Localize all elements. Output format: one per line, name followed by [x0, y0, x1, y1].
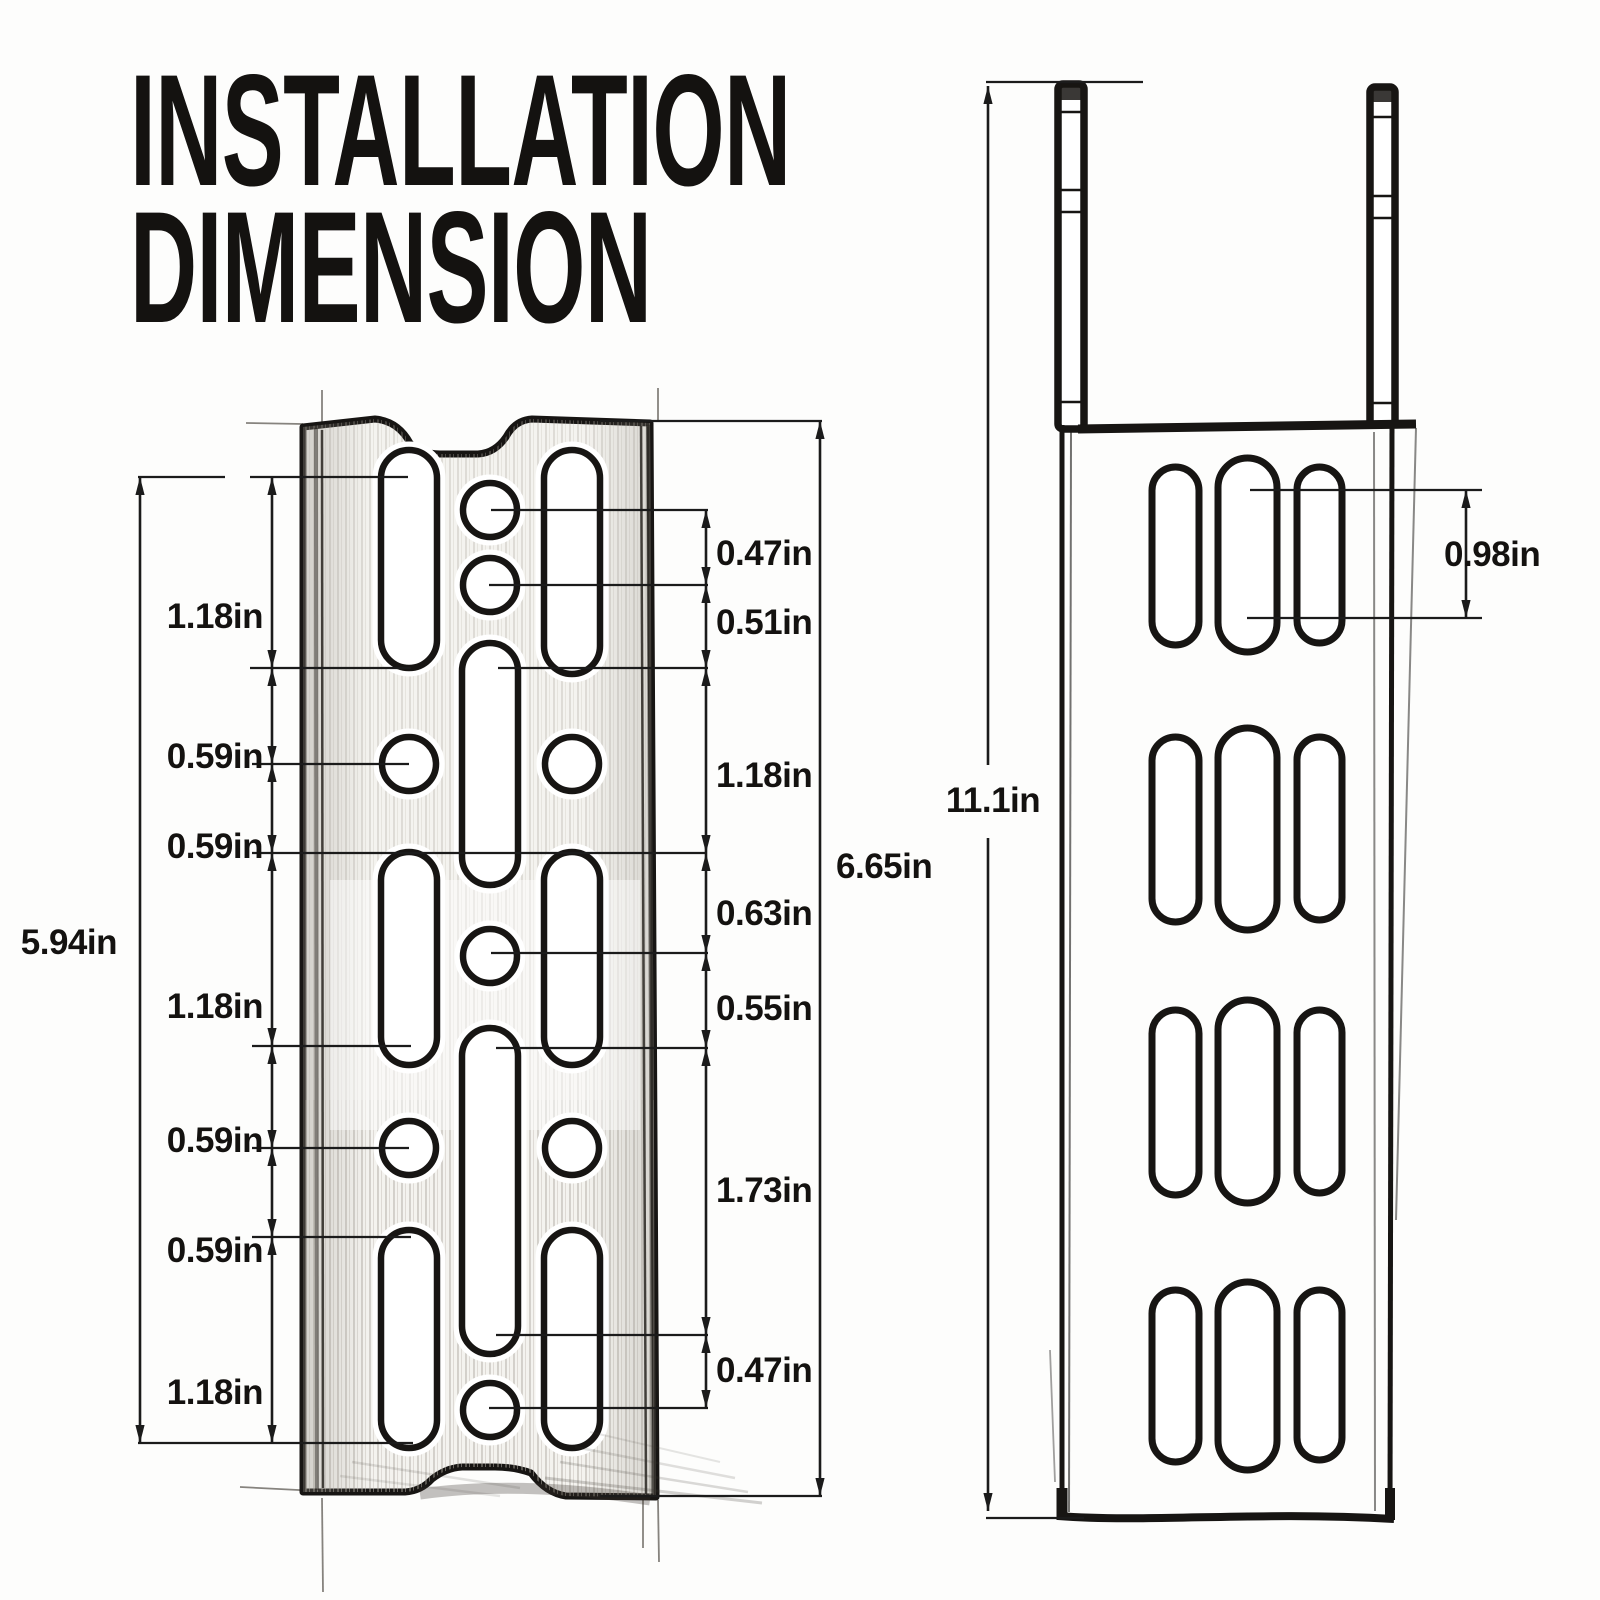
slot [1293, 1286, 1346, 1464]
side-dimension-lines [983, 86, 1471, 1511]
slot [1148, 1006, 1203, 1199]
slot [458, 1024, 522, 1358]
dim-label-left-6: 1.18in [167, 1373, 263, 1412]
slot [458, 639, 522, 889]
slot [1148, 1286, 1203, 1466]
slot [540, 848, 604, 1069]
hook-rails [1054, 80, 1399, 433]
dim-label-left-5: 0.59in [167, 1231, 263, 1270]
front-view [239, 388, 763, 1593]
title-line-1: INSTALLATION [130, 41, 791, 219]
dim-label-left-1: 0.59in [167, 737, 263, 776]
slot [1214, 996, 1281, 1207]
dim-label-slot-height: 0.98in [1444, 535, 1540, 574]
slot [1148, 733, 1203, 926]
slot [1293, 733, 1346, 924]
screw-hole [459, 925, 521, 987]
dim-label-right-0: 0.47in [716, 534, 812, 573]
screw-hole [459, 1379, 521, 1441]
dim-label-left-4: 0.59in [167, 1121, 263, 1160]
front-dimension-labels: 5.94in 1.18in 0.59in 0.59in 1.18in 0.59i… [21, 534, 933, 1412]
slot [540, 446, 604, 678]
dim-label-overall-right: 6.65in [836, 847, 932, 886]
dim-label-right-1: 0.51in [716, 603, 812, 642]
hook-rail-left [1054, 80, 1088, 433]
bottom-shading [339, 1431, 763, 1506]
side-leader-lines [986, 80, 1482, 1520]
hook-rail-right [1366, 83, 1399, 433]
side-dimension-labels: 11.1in 0.98in [946, 535, 1541, 820]
side-view-slots [1148, 454, 1346, 1474]
dim-label-right-2: 1.18in [716, 756, 812, 795]
screw-hole [541, 733, 603, 795]
slot [1293, 1006, 1346, 1197]
slot [540, 1226, 604, 1452]
slot [1214, 1278, 1281, 1474]
side-body [1049, 419, 1417, 1523]
screw-hole [541, 1117, 603, 1179]
front-leader-lines [138, 419, 822, 1498]
dim-label-right-5: 1.73in [716, 1171, 812, 1210]
dim-label-right-6: 0.47in [716, 1351, 812, 1390]
side-view [1049, 80, 1417, 1523]
dim-label-left-2: 0.59in [167, 827, 263, 866]
front-dimension-lines [135, 421, 825, 1496]
slot [377, 446, 441, 672]
rail-tick-marks [1058, 110, 1395, 405]
plate-edge-lines [314, 424, 655, 1496]
slot [1293, 463, 1346, 647]
page-title: INSTALLATION DIMENSION [130, 41, 791, 356]
dim-label-left-0: 1.18in [167, 597, 263, 636]
dim-label-overall-height: 11.1in [946, 781, 1040, 820]
dim-label-right-3: 0.63in [716, 894, 812, 933]
slot [1214, 454, 1281, 656]
dim-label-left-3: 1.18in [167, 987, 263, 1026]
slot [377, 848, 441, 1069]
dim-label-right-4: 0.55in [716, 989, 812, 1028]
slot [377, 1226, 441, 1452]
slot [1214, 724, 1281, 934]
slot [1148, 463, 1203, 649]
dim-label-overall-left: 5.94in [21, 923, 117, 962]
title-line-2: DIMENSION [130, 178, 651, 356]
front-plate-holes [377, 446, 604, 1452]
